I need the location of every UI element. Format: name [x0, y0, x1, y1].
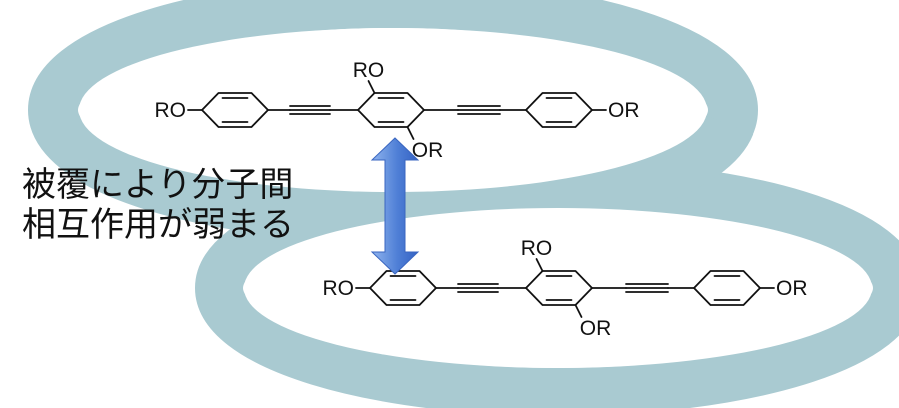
center-bottom-substituent-bond: [406, 126, 415, 140]
caption-line-2: 相互作用が弱まる: [22, 205, 294, 245]
caption-line-1: 被覆により分子間: [22, 165, 293, 205]
molecule-left-end-label: RO: [323, 277, 355, 300]
center-top-substituent-label: RO: [521, 237, 553, 260]
center-bottom-substituent-label: OR: [580, 317, 612, 340]
molecule-right-end-label: OR: [608, 99, 640, 122]
upper-molecule: RO RO OR OR: [155, 59, 640, 162]
center-top-substituent-bond: [367, 80, 376, 94]
double-headed-vertical-arrow-icon: [370, 137, 420, 275]
lower-molecule: RO RO OR OR: [323, 237, 808, 340]
center-bottom-substituent-label: OR: [412, 139, 444, 162]
molecule-left-end-label: RO: [155, 99, 187, 122]
upper-ring-inner: [79, 28, 707, 192]
center-top-substituent-bond: [535, 258, 544, 272]
center-top-substituent-label: RO: [353, 59, 385, 82]
molecule-right-end-label: OR: [776, 277, 808, 300]
center-bottom-substituent-bond: [574, 304, 583, 318]
